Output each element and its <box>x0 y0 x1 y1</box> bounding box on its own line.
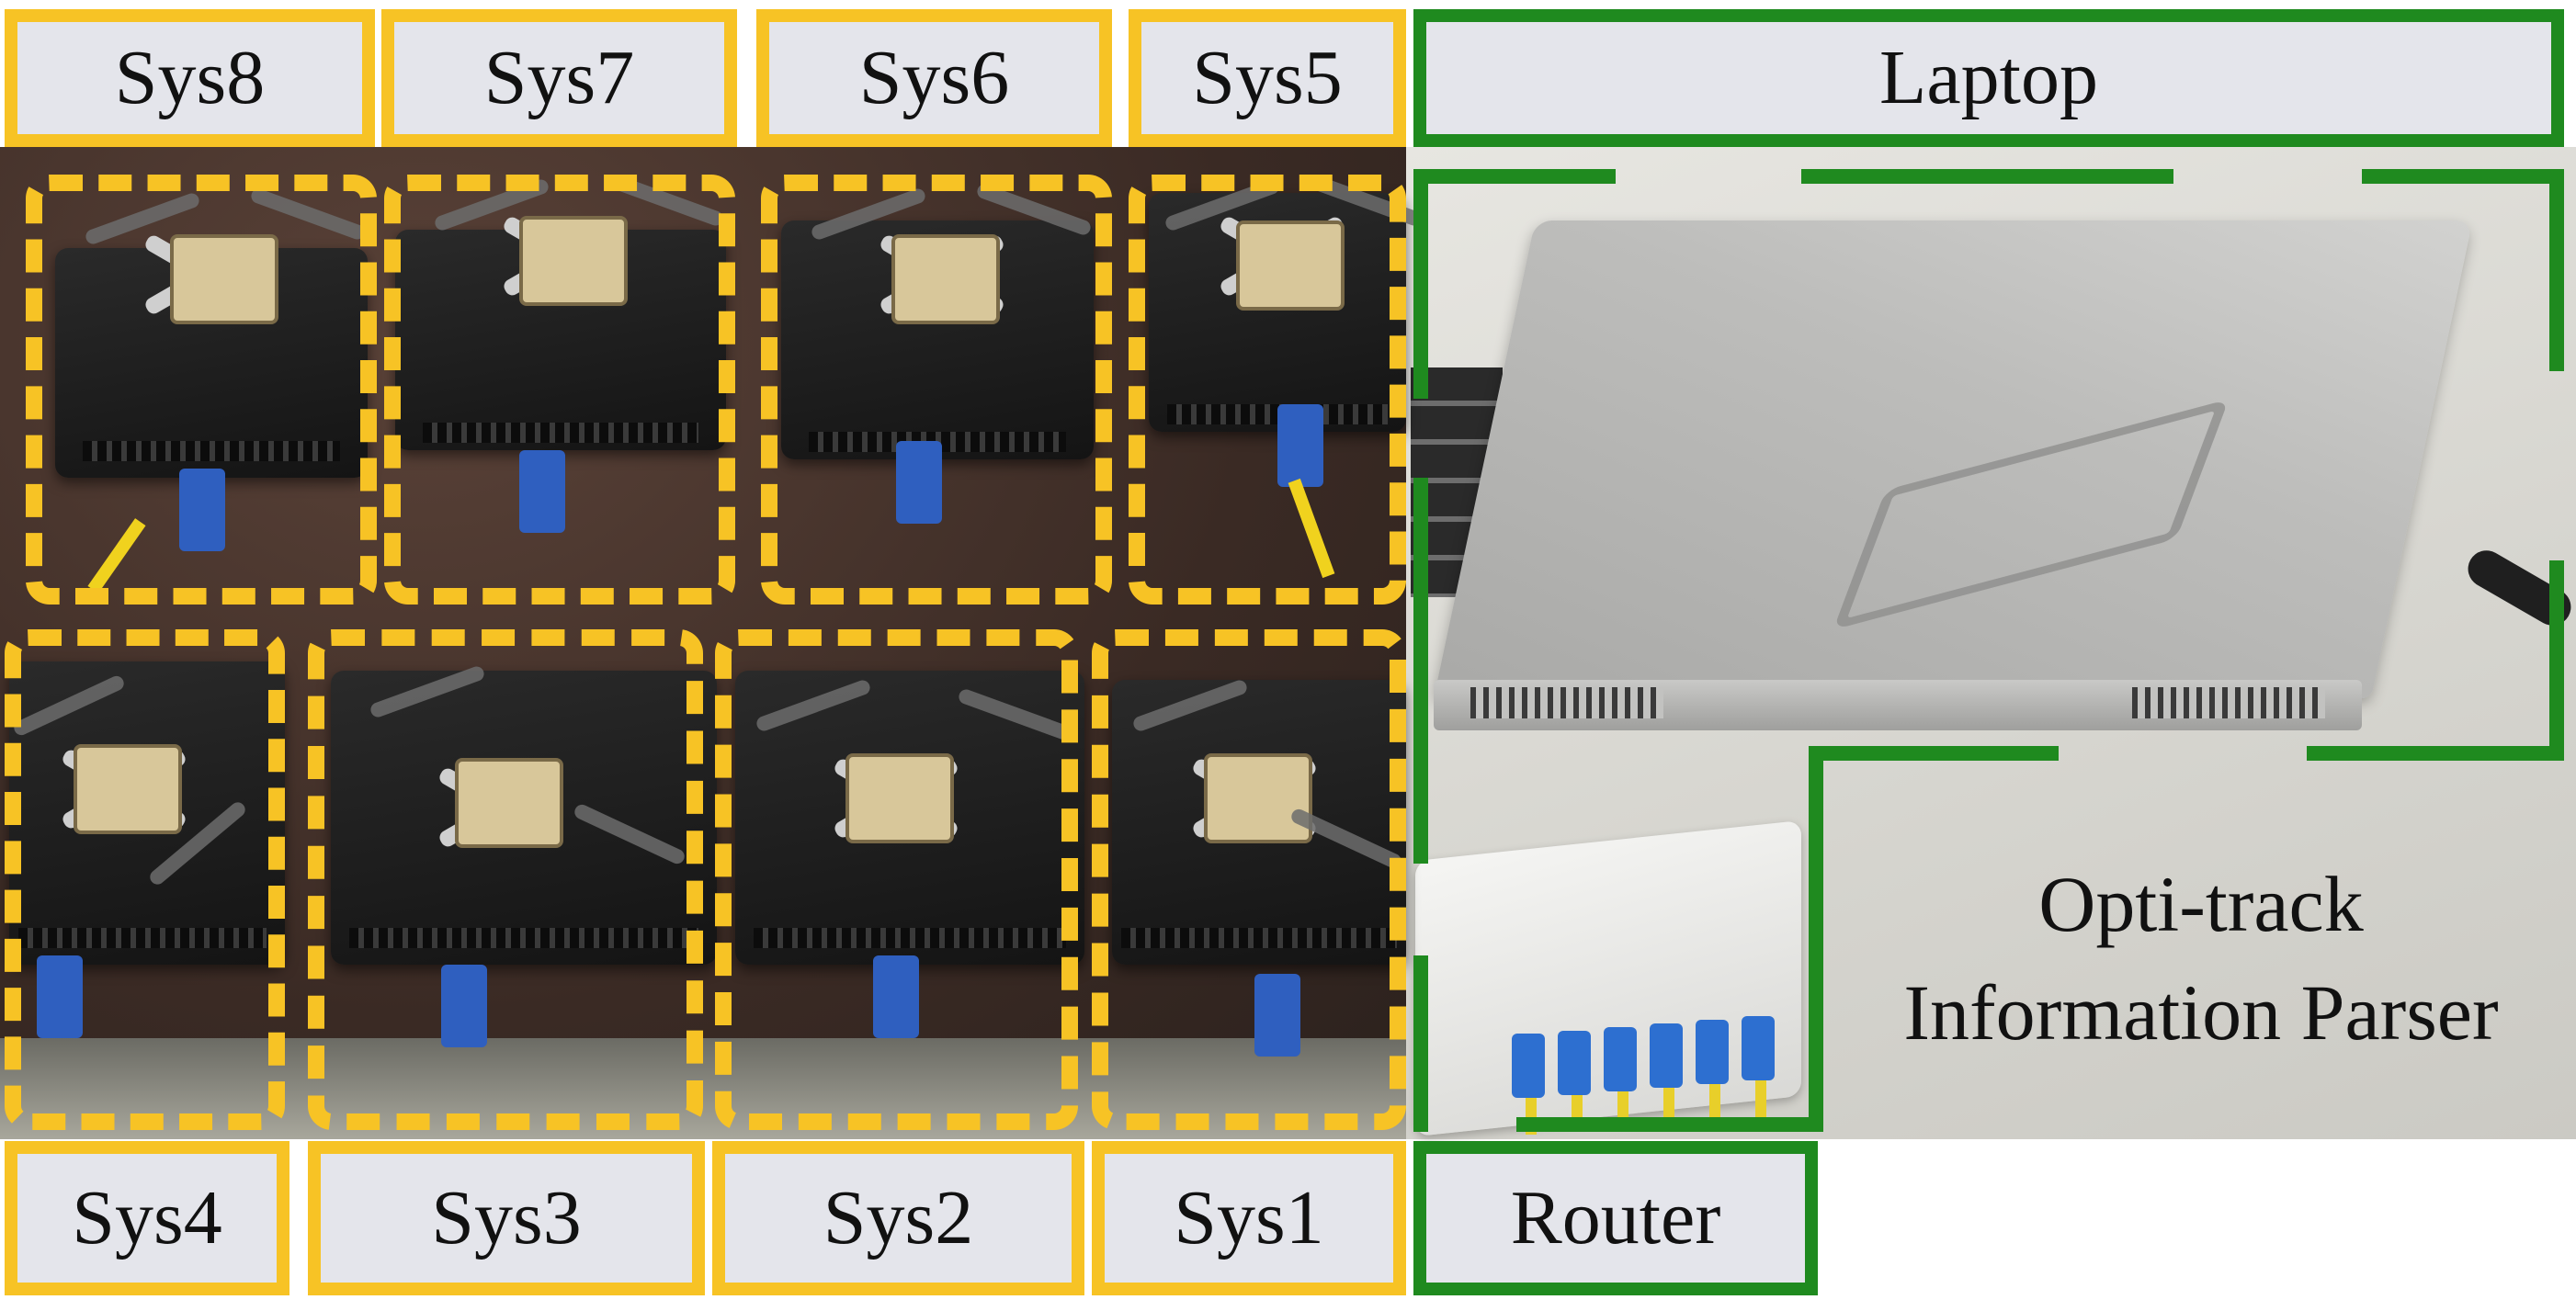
label-sys5: Sys5 <box>1129 9 1406 147</box>
host-outline-right <box>2549 560 2564 761</box>
sys3-drone-icon <box>455 758 563 848</box>
sys8-drone-icon <box>170 234 278 324</box>
host-outline-left <box>1413 478 1428 864</box>
router-port-icon <box>1650 1023 1683 1088</box>
usb-dongle-icon <box>896 441 942 524</box>
sys6-outline <box>761 175 1112 605</box>
sys4-drone-icon <box>74 744 182 834</box>
host-outline-inner <box>1809 746 1823 1132</box>
router-port-icon <box>1742 1016 1775 1080</box>
label-router: Router <box>1413 1141 1818 1295</box>
sys5-drone-icon <box>1236 220 1345 311</box>
usb-dongle-icon <box>179 469 225 551</box>
router-cable-icon <box>1663 1088 1674 1125</box>
host-outline-step <box>2307 746 2564 761</box>
sys2-outline <box>715 629 1078 1130</box>
host-outline-step <box>1809 746 2059 761</box>
label-sys8: Sys8 <box>5 9 375 147</box>
usb-dongle-icon <box>441 965 487 1047</box>
label-sys1: Sys1 <box>1092 1141 1406 1295</box>
sys2-ports <box>754 928 1066 948</box>
label-sys7: Sys7 <box>381 9 737 147</box>
sys8-ports <box>83 441 340 461</box>
sys4-outline <box>5 629 285 1130</box>
router-port-icon <box>1512 1034 1545 1098</box>
usb-dongle-icon <box>37 955 83 1038</box>
sys1-ports <box>1121 928 1397 948</box>
sys7-drone-icon <box>519 216 628 306</box>
vent-right-icon <box>2132 687 2325 718</box>
router-port-icon <box>1696 1020 1729 1084</box>
sys1-outline <box>1092 629 1406 1130</box>
sys8-outline <box>26 175 377 605</box>
sys7-ports <box>423 423 698 443</box>
label-sys4: Sys4 <box>5 1141 289 1295</box>
sys4-ports <box>18 928 267 948</box>
label-sys6: Sys6 <box>756 9 1112 147</box>
sys1-drone-icon <box>1204 753 1312 843</box>
host-outline-top <box>1413 169 1616 184</box>
sys5-outline <box>1129 175 1406 605</box>
sys7-outline <box>384 175 735 605</box>
host-outline-bottom <box>1516 1117 1823 1132</box>
host-outline-left <box>1413 955 1428 1132</box>
host-outline-left <box>1413 169 1428 399</box>
parser-caption: Opti-track Information Parser <box>1833 850 2569 1067</box>
host-outline-right <box>2549 169 2564 371</box>
host-outline-top <box>2362 169 2564 184</box>
vent-left-icon <box>1470 687 1663 718</box>
host-outline-top <box>1801 169 2173 184</box>
sys3-outline <box>308 629 703 1130</box>
label-sys2: Sys2 <box>712 1141 1084 1295</box>
sys3-ports <box>349 928 698 948</box>
sys2-drone-icon <box>845 753 954 843</box>
sys6-drone-icon <box>891 234 1000 324</box>
parser-caption-line1: Opti-track <box>2038 860 2364 948</box>
laptop-lid <box>1434 220 2473 698</box>
usb-dongle-icon <box>519 450 565 533</box>
router-port-icon <box>1604 1027 1637 1091</box>
router-cable-icon <box>1755 1080 1766 1117</box>
parser-caption-line2: Information Parser <box>1903 968 2499 1057</box>
usb-dongle-icon <box>1254 974 1300 1057</box>
usb-dongle-icon <box>873 955 919 1038</box>
router-cable-icon <box>1709 1084 1720 1121</box>
label-sys3: Sys3 <box>308 1141 705 1295</box>
router-port-icon <box>1558 1031 1591 1095</box>
label-laptop: Laptop <box>1413 9 2564 147</box>
usb-dongle-icon <box>1277 404 1323 487</box>
